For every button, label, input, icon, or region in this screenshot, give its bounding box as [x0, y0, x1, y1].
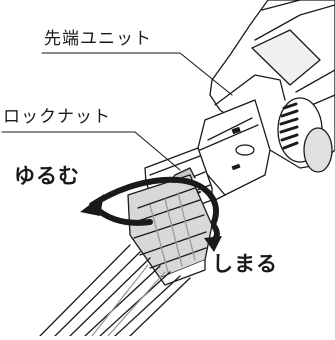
- tip-unit-housing: [209, 0, 335, 173]
- tighten-label: しまる: [212, 252, 278, 276]
- shaft: [39, 244, 191, 337]
- tip-unit-label: 先端ユニット: [44, 29, 152, 49]
- rotation-arrows: [80, 176, 222, 252]
- front-coupling: [194, 99, 271, 201]
- tightening-cap: [127, 174, 213, 286]
- loosen-arrow: [89, 176, 219, 225]
- lock-nut-label: ロックナット: [3, 107, 111, 127]
- tighten-arrowhead: [204, 236, 222, 252]
- leader-lines: [1, 52, 233, 171]
- ribbed-collar: [277, 97, 333, 173]
- tighten-arrow: [95, 207, 153, 226]
- loosen-label: ゆるむ: [14, 164, 80, 188]
